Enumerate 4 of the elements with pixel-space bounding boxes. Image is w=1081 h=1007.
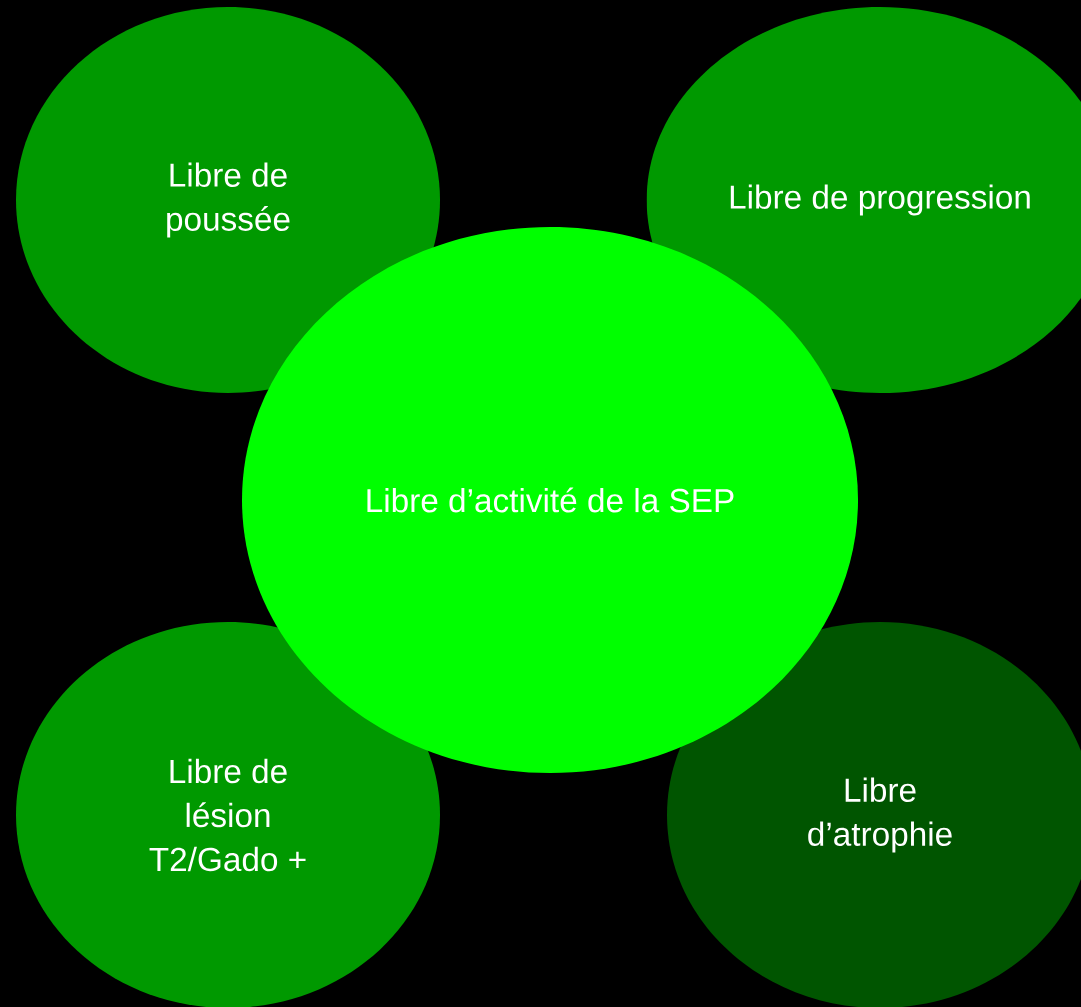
bubble: Libre de lésion T2/Gado + bbox=[16, 622, 440, 1007]
bubble: Libre de poussée bbox=[16, 7, 440, 393]
bubble: Libre d’atrophie bbox=[667, 622, 1081, 1007]
bubble: Libre de progression bbox=[646, 7, 1081, 393]
